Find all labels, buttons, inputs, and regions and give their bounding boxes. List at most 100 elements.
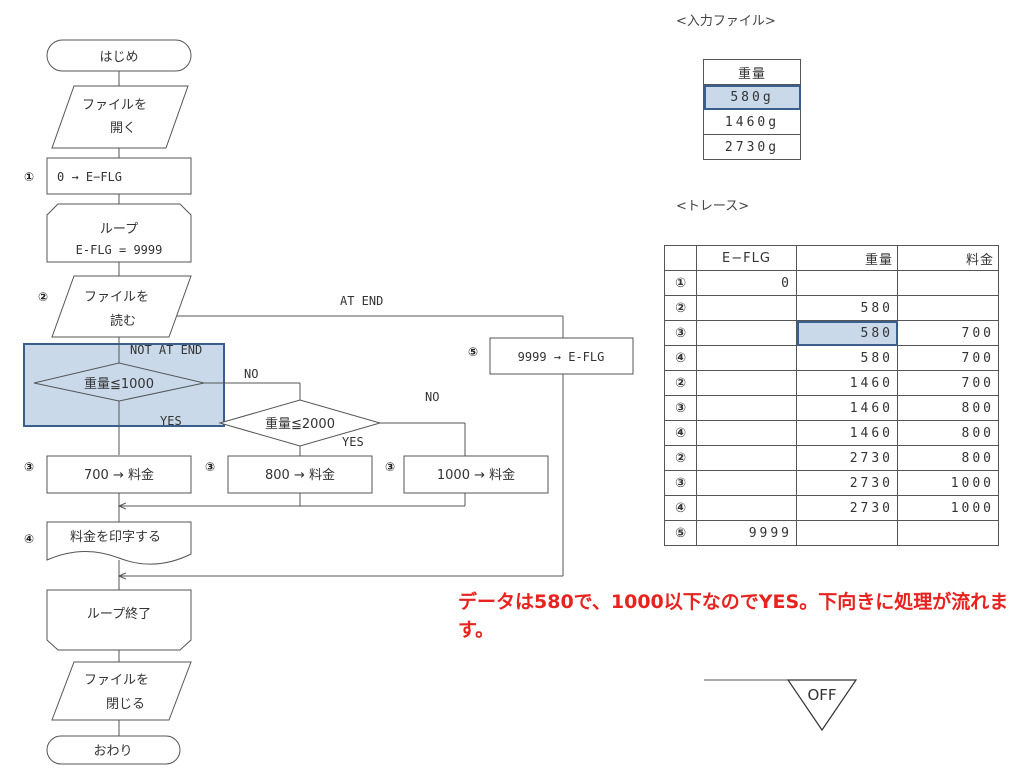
- step-marker-1: ①: [24, 170, 34, 184]
- end-label: おわり: [93, 744, 132, 759]
- explanation-text: データは580で、1000以下なのでYES。下向きに処理が流れます。: [458, 591, 1009, 641]
- open-file-box: [51, 85, 189, 149]
- trace-cell-step: ③: [664, 320, 697, 346]
- trace-cell-eflg: [696, 320, 797, 346]
- cond2-diamond: [218, 399, 382, 447]
- trace-cell-eflg: [696, 370, 797, 396]
- input-file-caption: <入力ファイル>: [676, 14, 776, 29]
- trace-cell-weight: 1460: [796, 420, 898, 446]
- trace-cell-weight: 580: [796, 345, 898, 371]
- cond1-diamond: [33, 362, 205, 402]
- trace-cell-eflg: 9999: [696, 520, 797, 546]
- set-flag-box: [489, 337, 634, 375]
- set-flag-label: 9999 → E-FLG: [518, 350, 605, 364]
- fee1-box: [46, 455, 192, 494]
- fee3-label: 1000 → 料金: [437, 467, 515, 483]
- cond2-yes-label: YES: [342, 435, 364, 449]
- fee2-label: 800 → 料金: [265, 467, 335, 483]
- trace-cell-fee: 700: [897, 345, 999, 371]
- off-toggle-button[interactable]: OFF: [700, 676, 860, 736]
- close-file-label-2: 閉じる: [106, 697, 145, 712]
- open-file-label-1: ファイルを: [82, 98, 147, 113]
- trace-cell-step: ④: [664, 495, 697, 521]
- trace-cell-step: ②: [664, 370, 697, 396]
- trace-cell-fee: 700: [897, 370, 999, 396]
- trace-cell-fee: 800: [897, 445, 999, 471]
- trace-cell-fee: 1000: [897, 470, 999, 496]
- trace-header-row: E−FLG 重量 料金: [664, 245, 999, 271]
- trace-cell-weight: 1460: [796, 395, 898, 421]
- cond2-label: 重量≦2000: [265, 416, 335, 432]
- trace-cell-step: ⑤: [664, 520, 697, 546]
- trace-cell-eflg: [696, 445, 797, 471]
- step-marker-3b: ③: [205, 460, 215, 474]
- cond2-no-label: NO: [425, 390, 439, 404]
- trace-cell-eflg: 0: [696, 270, 797, 296]
- step-marker-4: ④: [24, 532, 34, 546]
- trace-cell-fee: 800: [897, 420, 999, 446]
- trace-cell-step: ②: [664, 295, 697, 321]
- trace-cell-weight: 580: [796, 295, 898, 321]
- trace-cell-weight: 2730: [796, 495, 898, 521]
- loop-start-label-1: ループ: [100, 222, 138, 237]
- cond1-yes-label: YES: [160, 414, 182, 428]
- loop-end-box: [46, 589, 192, 651]
- close-file-box: [51, 661, 192, 721]
- print-document: [46, 521, 192, 565]
- step-marker-5: ⑤: [468, 345, 478, 359]
- start-terminator: [46, 39, 192, 72]
- cond1-label: 重量≦1000: [84, 376, 154, 392]
- trace-cell-step: ③: [664, 470, 697, 496]
- step-marker-2: ②: [38, 290, 48, 304]
- trace-cell-fee: [897, 520, 999, 546]
- step-marker-3a: ③: [24, 460, 34, 474]
- not-at-end-label: NOT AT END: [130, 343, 202, 357]
- trace-cell-weight: 580: [796, 320, 898, 346]
- trace-cell-weight: 2730: [796, 470, 898, 496]
- init-box: [46, 157, 192, 195]
- trace-cell-weight: 2730: [796, 445, 898, 471]
- loop-start-box: [46, 203, 192, 263]
- trace-cell-eflg: [696, 395, 797, 421]
- init-label: 0 → E−FLG: [57, 170, 122, 184]
- trace-cell-eflg: [696, 295, 797, 321]
- fee2-box: [227, 455, 373, 494]
- trace-cell-step: ④: [664, 345, 697, 371]
- fee3-box: [403, 455, 549, 494]
- trace-cell-weight: 1460: [796, 370, 898, 396]
- loop-end-label: ループ終了: [87, 606, 151, 622]
- close-file-label-1: ファイルを: [84, 673, 149, 688]
- input-file-table: 重量 580g 1460g 2730g: [703, 59, 801, 160]
- trace-cell-fee: 700: [897, 320, 999, 346]
- trace-cell-weight: [796, 520, 898, 546]
- trace-cell-step: ③: [664, 395, 697, 421]
- trace-cell-step: ②: [664, 445, 697, 471]
- read-file-label-2: 読む: [110, 313, 136, 329]
- input-header: 重量: [703, 59, 801, 85]
- trace-cell-fee: 1000: [897, 495, 999, 521]
- fee1-label: 700 → 料金: [84, 467, 154, 483]
- trace-cell-fee: [897, 270, 999, 296]
- trace-header-weight: 重量: [796, 245, 898, 271]
- start-label: はじめ: [99, 50, 138, 65]
- trace-header-eflg: E−FLG: [696, 245, 797, 271]
- flowchart: はじめ ファイルを 開く 0 → E−FLG ループ E-FLG = 9999 …: [23, 39, 634, 765]
- trace-cell-eflg: [696, 345, 797, 371]
- trace-cell-eflg: [696, 470, 797, 496]
- at-end-label: AT END: [340, 294, 383, 308]
- trace-cell-step: ①: [664, 270, 697, 296]
- trace-header-step: [664, 245, 697, 271]
- input-row-3: 2730g: [703, 134, 801, 160]
- read-file-label-1: ファイルを: [84, 290, 149, 305]
- trace-cell-weight: [796, 270, 898, 296]
- input-row-1: 580g: [703, 84, 801, 110]
